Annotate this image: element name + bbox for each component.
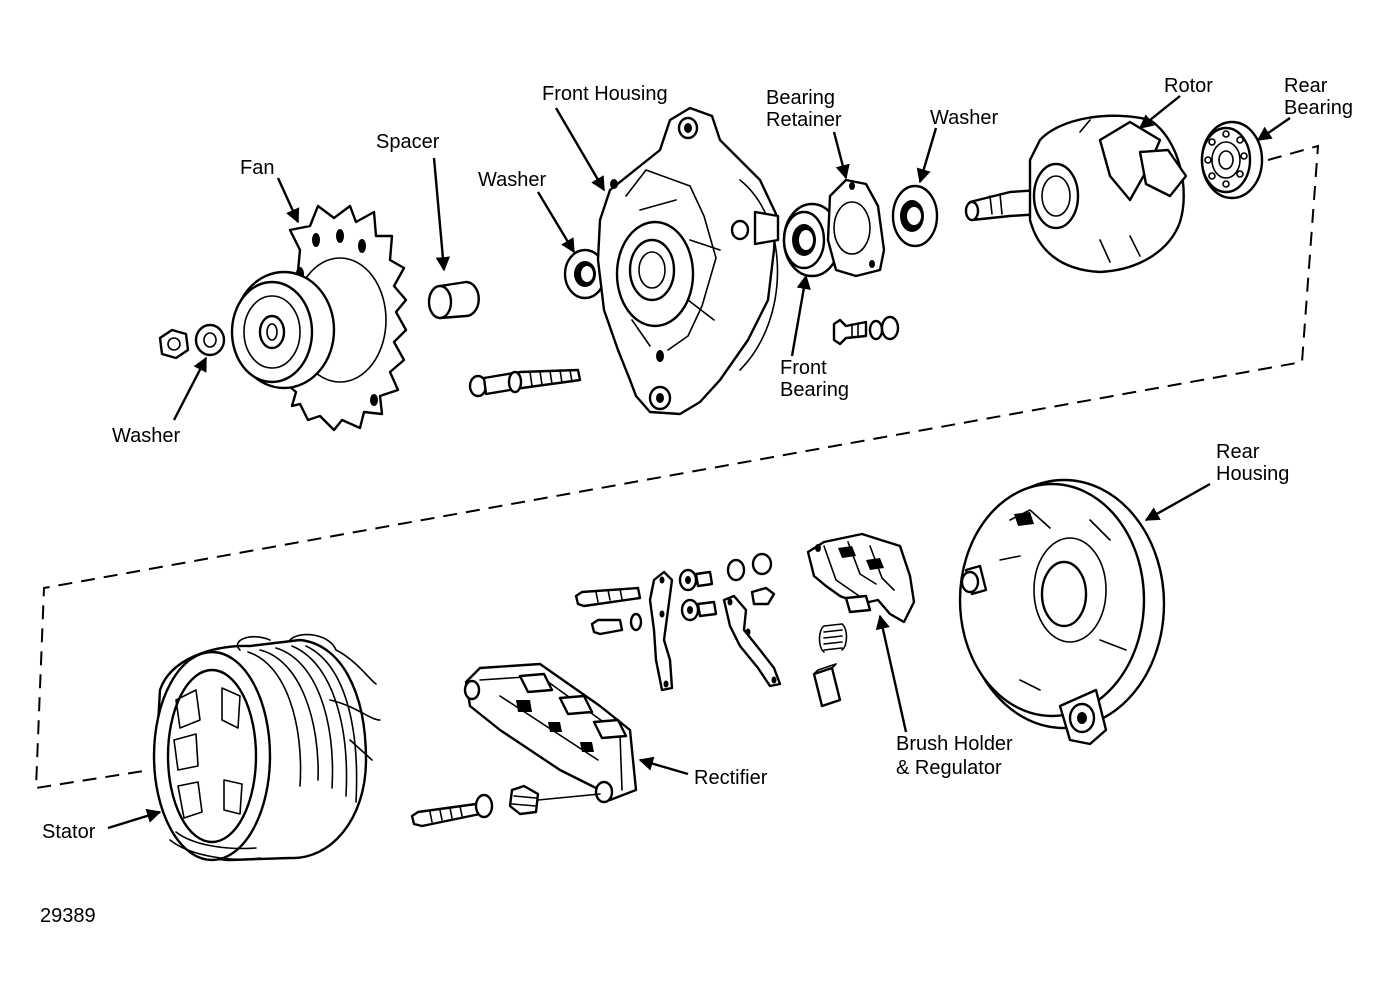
label-stator: Stator	[42, 821, 96, 843]
front-housing-part	[596, 106, 780, 416]
label-brush-holder-line1: Brush Holder	[896, 733, 1013, 755]
rectifier-part	[463, 662, 638, 804]
label-front-housing: Front Housing	[542, 83, 668, 105]
brush-spring-part	[812, 623, 848, 708]
label-rear-housing-line1: Rear	[1216, 441, 1260, 463]
label-front-bearing-line2: Bearing	[780, 379, 849, 401]
label-washer-front: Washer	[478, 169, 547, 191]
label-rear-housing-line2: Housing	[1216, 463, 1289, 485]
assembly-dashed-line	[34, 144, 1320, 790]
washer-rotor-part	[891, 184, 939, 248]
spacer-part	[427, 280, 480, 320]
rear-housing-part	[958, 478, 1166, 746]
figure-number: 29389	[40, 905, 96, 927]
label-rectifier: Rectifier	[694, 767, 768, 789]
rear-bearing-part	[1200, 120, 1264, 200]
label-bearing-retainer-line2: Retainer	[766, 109, 842, 131]
label-rotor: Rotor	[1164, 75, 1213, 97]
label-rear-bearing-line1: Rear	[1284, 75, 1328, 97]
washer-nut-part	[194, 323, 226, 357]
label-front-bearing-line1: Front	[780, 357, 827, 379]
rotor-part	[964, 114, 1188, 274]
retainer-screw-part	[832, 315, 900, 346]
nut-part	[158, 328, 190, 360]
front-bearing-part	[782, 202, 842, 278]
stator-part	[152, 633, 381, 862]
insulator-part	[508, 784, 601, 816]
rectifier-screw-part	[410, 793, 494, 828]
label-washer-nut: Washer	[112, 425, 181, 447]
label-rear-bearing-line2: Bearing	[1284, 97, 1353, 119]
label-bearing-retainer-line1: Bearing	[766, 87, 835, 109]
label-brush-holder-line2: & Regulator	[896, 757, 1002, 779]
pulley-part	[230, 270, 336, 390]
terminal-hardware-part	[574, 552, 782, 692]
label-washer-rotor: Washer	[930, 107, 999, 129]
bearing-retainer-part	[826, 178, 886, 278]
label-fan: Fan	[240, 157, 274, 179]
brush-holder-part	[806, 532, 916, 624]
label-spacer: Spacer	[376, 131, 440, 153]
through-bolt-part	[468, 368, 582, 398]
